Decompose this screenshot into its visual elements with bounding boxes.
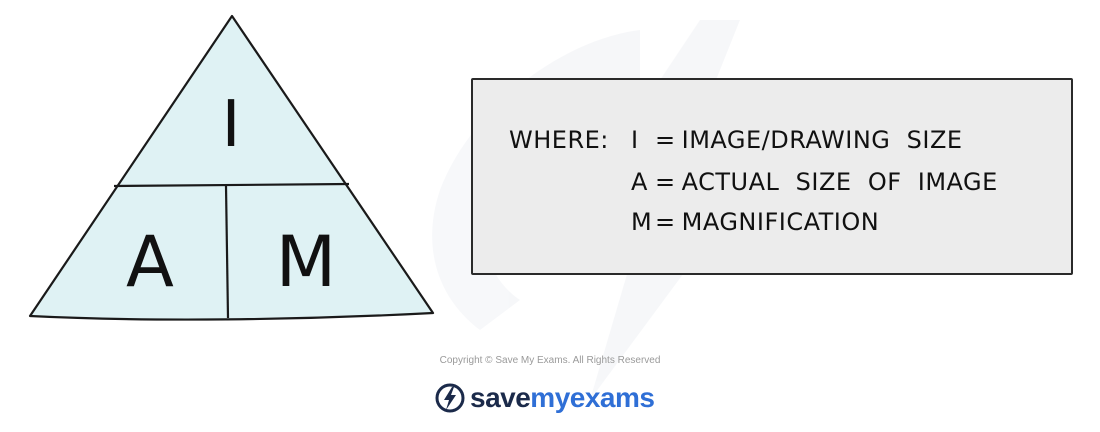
definition-row-i: I =IMAGE/DRAWING SIZE [631,126,963,154]
definitions-box: WHERE: I=IMAGE/DRAWING SIZE A=ACTUAL SIZ… [471,78,1073,275]
triangle-letter-i: I [222,88,241,162]
triangle-horizontal-divider [113,182,350,188]
definition-equals: = [655,126,676,154]
definition-row-a: A=ACTUAL SIZE OF IMAGE [631,168,998,196]
definition-meaning: MAGNIFICATION [681,208,880,236]
triangle-vertical-divider [224,185,230,319]
definition-symbol: A [631,168,648,196]
legend-title: WHERE: [509,126,609,154]
definition-equals: = [655,208,676,236]
definition-meaning: IMAGE/DRAWING SIZE [681,126,963,154]
triangle-letter-m: M [276,221,336,303]
save-my-exams-logo[interactable]: savemyexams [434,380,655,416]
logo-wordmark: savemyexams [470,382,655,414]
logo-word-exams: exams [569,382,655,413]
definition-symbol: I [631,126,639,154]
triangle-outline [28,14,435,321]
triangle-letter-a: A [126,221,174,303]
definition-equals: = [655,168,676,196]
definition-row-m: M=MAGNIFICATION [631,208,879,236]
definition-symbol: M [631,208,653,236]
lightning-bolt-icon [435,383,465,413]
definition-meaning: ACTUAL SIZE OF IMAGE [681,168,998,196]
copyright-notice: Copyright © Save My Exams. All Rights Re… [439,355,661,366]
formula-triangle: I A M [28,14,435,321]
logo-word-save: save [470,382,531,413]
logo-word-my: my [530,382,570,413]
